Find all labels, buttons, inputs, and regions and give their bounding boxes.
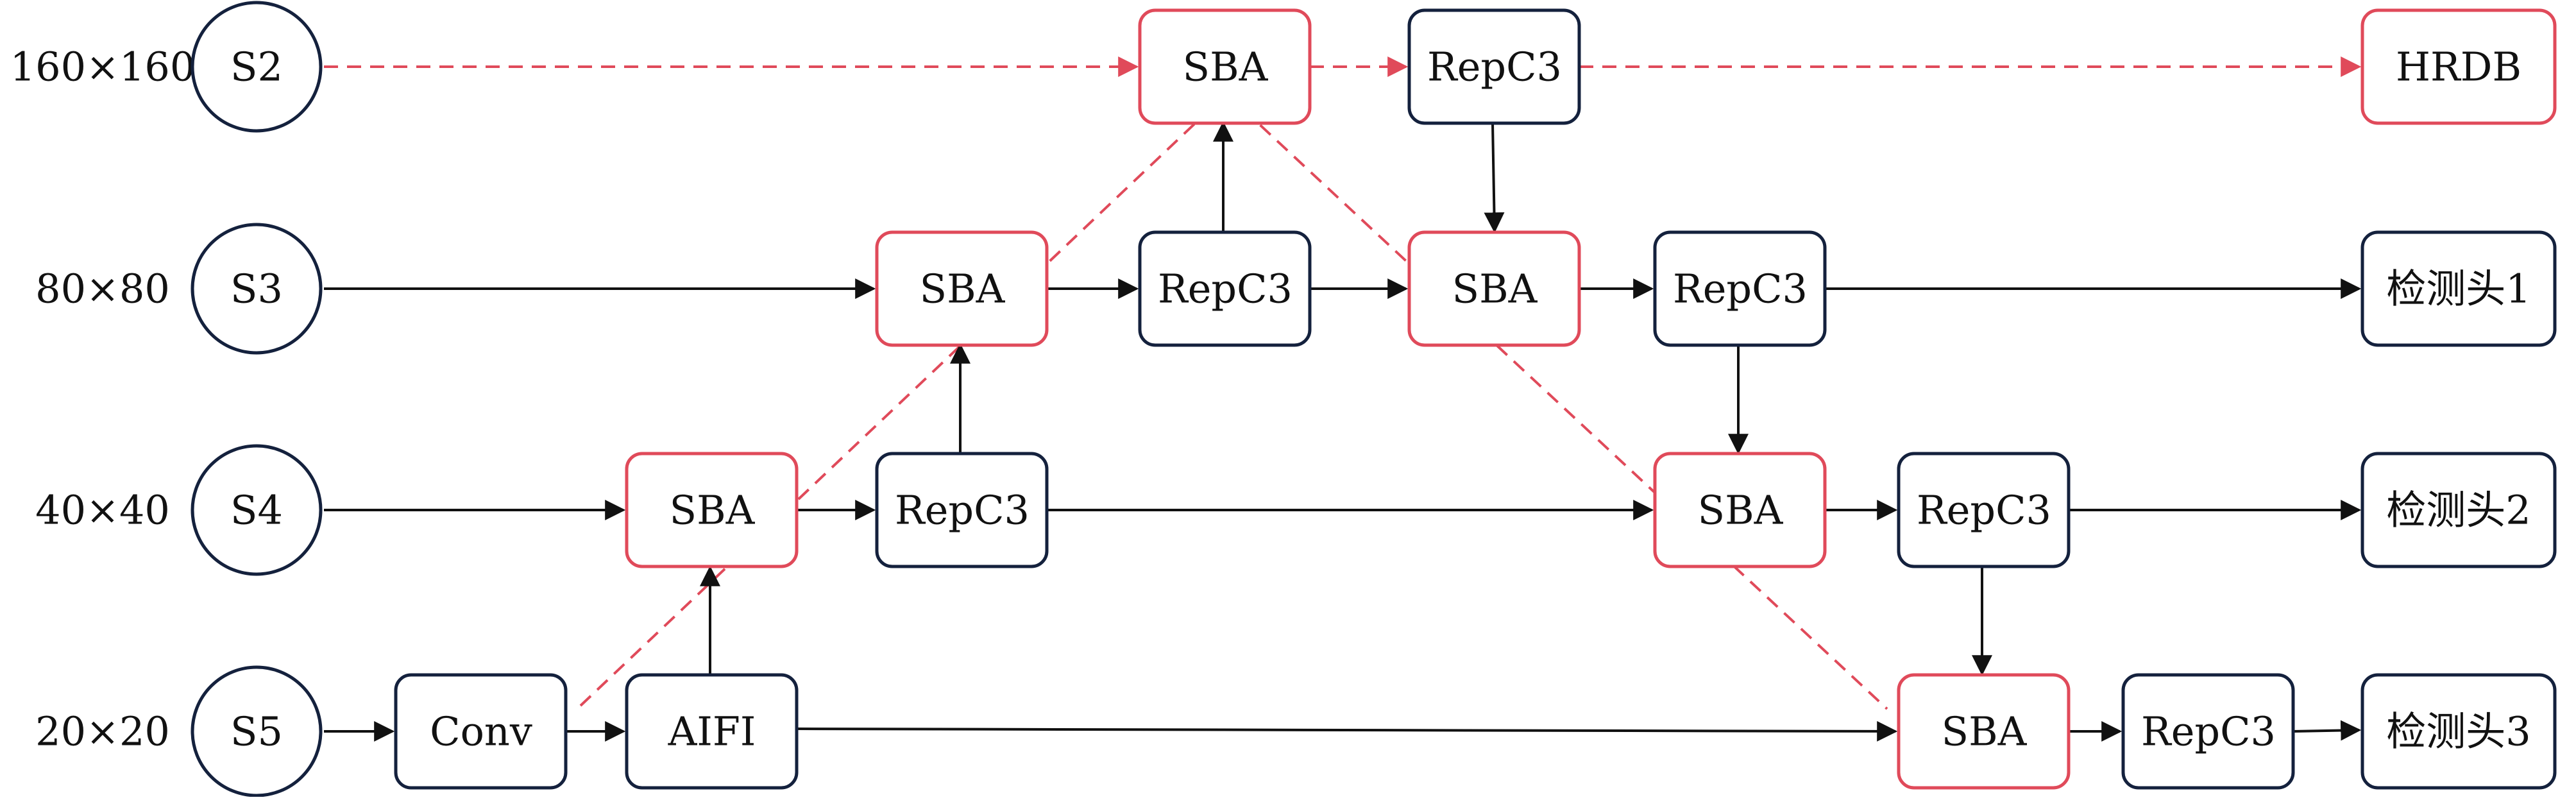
solid-arrows [324, 121, 2362, 742]
head1-label: 检测头1 [2386, 266, 2530, 312]
sba-160-label: SBA [1183, 44, 1269, 90]
arrow-aifi-to-sba-20 [796, 720, 1898, 742]
hrdb-box: HRDB [2360, 8, 2557, 125]
sba-box-80b: SBA [1407, 230, 1581, 347]
repc3-40a-label: RepC3 [895, 487, 1030, 534]
sba-box-40b: SBA [1653, 452, 1827, 568]
scale-label-40: 40×40 [35, 487, 170, 534]
input-node-s2: S2 [191, 1, 323, 133]
repc3-box-160: RepC3 [1407, 8, 1581, 125]
head2-box: 检测头2 [2360, 452, 2557, 568]
sba-box-80a: SBA [875, 230, 1049, 347]
head3-label: 检测头3 [2386, 708, 2530, 755]
sba-box-40a: SBA [625, 452, 799, 568]
sba-40a-label: SBA [670, 487, 756, 534]
input-node-s5-label: S5 [230, 708, 283, 755]
sba-40b-label: SBA [1698, 487, 1784, 534]
conv-label: Conv [430, 708, 532, 755]
repc3-160-label: RepC3 [1427, 44, 1562, 90]
head3-box: 检测头3 [2360, 673, 2557, 790]
input-node-s4-label: S4 [230, 487, 283, 534]
repc3-box-80b: RepC3 [1653, 230, 1827, 347]
head2-label: 检测头2 [2386, 487, 2530, 534]
input-node-s4: S4 [191, 444, 323, 576]
input-node-s3-label: S3 [230, 266, 283, 312]
hrdb-label: HRDB [2396, 44, 2521, 90]
scale-label-20: 20×20 [35, 708, 170, 755]
arrow-repc3-down-to-sba-80 [1484, 123, 1505, 234]
sba-box-20: SBA [1897, 673, 2071, 790]
repc3-80b-label: RepC3 [1673, 266, 1808, 312]
repc3-20-label: RepC3 [2141, 708, 2276, 755]
repc3-80a-label: RepC3 [1158, 266, 1292, 312]
input-nodes: S2 S3 S4 S5 [191, 1, 323, 797]
aifi-box: AIFI [625, 673, 799, 790]
dashed-cross-links [579, 92, 1888, 710]
scale-label-80: 80×80 [35, 266, 170, 312]
input-node-s3: S3 [191, 223, 323, 355]
sba-20-label: SBA [1942, 708, 2028, 755]
dashed-link-sba-160-to-sba-20 [1225, 92, 1888, 710]
input-node-s2-label: S2 [230, 44, 283, 90]
repc3-box-80a: RepC3 [1138, 230, 1312, 347]
repc3-box-40a: RepC3 [875, 452, 1049, 568]
repc3-box-20: RepC3 [2121, 673, 2295, 790]
module-boxes: Conv AIFI SBA RepC3 检测头3 SBA RepC3 [394, 8, 2557, 790]
sba-box-160: SBA [1138, 8, 1312, 125]
head1-box: 检测头1 [2360, 230, 2557, 347]
scale-label-160: 160×160 [10, 44, 196, 90]
aifi-label: AIFI [668, 708, 756, 755]
sba-80a-label: SBA [920, 266, 1006, 312]
scale-labels: 160×160 80×80 40×40 20×20 [10, 44, 196, 755]
repc3-40b-label: RepC3 [1917, 487, 2051, 534]
sba-80b-label: SBA [1452, 266, 1538, 312]
conv-box: Conv [394, 673, 568, 790]
arrow-repc3-to-head3 [2292, 720, 2362, 741]
dashed-link-conv-to-sba-160 [579, 92, 1228, 707]
repc3-box-40b: RepC3 [1897, 452, 2071, 568]
input-node-s5: S5 [191, 665, 323, 797]
